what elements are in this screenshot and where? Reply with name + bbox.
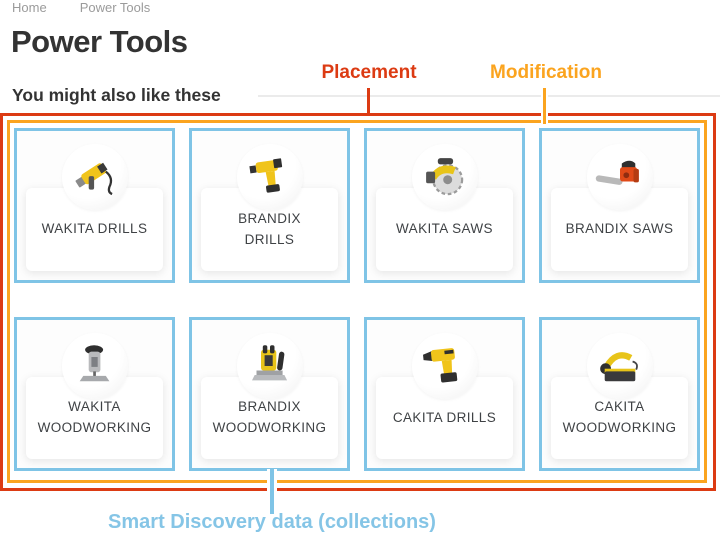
collection-label: CAKITA WOODWORKING bbox=[562, 399, 677, 435]
breadcrumb-current: Power Tools bbox=[79, 0, 151, 15]
breadcrumb-home-link[interactable]: Home bbox=[12, 0, 47, 15]
grid-row-1: WAKITA DRILLS BR bbox=[14, 128, 700, 283]
collection-card-wakita-saws[interactable]: WAKITA SAWS bbox=[364, 128, 525, 283]
modification-annotation-box bbox=[7, 120, 707, 483]
battery-drill-icon bbox=[422, 348, 457, 383]
collection-card-brandix-drills[interactable]: BRANDIX DRILLS bbox=[189, 128, 350, 283]
card-label-panel: CAKITA DRILLS bbox=[376, 377, 513, 459]
modification-connector-line bbox=[541, 88, 548, 124]
section-divider bbox=[258, 95, 720, 97]
cordless-drill-icon bbox=[248, 158, 282, 193]
collection-card-wakita-drills[interactable]: WAKITA DRILLS bbox=[14, 128, 175, 283]
collection-card-wakita-woodworking[interactable]: WAKITA WOODWORKING bbox=[14, 317, 175, 471]
product-photo-icon bbox=[586, 333, 653, 399]
section-heading: You might also like these bbox=[12, 85, 221, 105]
collection-label: BRANDIX WOODWORKING bbox=[212, 399, 327, 435]
chainsaw-icon bbox=[595, 160, 639, 185]
card-label-panel: WAKITA DRILLS bbox=[26, 188, 163, 271]
collection-label: WAKITA DRILLS bbox=[41, 221, 148, 237]
collection-label: CAKITA DRILLS bbox=[392, 409, 497, 425]
product-photo-circle bbox=[236, 333, 303, 399]
placement-annotation-label: Placement bbox=[321, 62, 417, 83]
collection-card-brandix-woodworking[interactable]: BRANDIX WOODWORKING bbox=[189, 317, 350, 471]
collection-card-cakita-woodworking[interactable]: CAKITA WOODWORKING bbox=[539, 317, 700, 471]
circular-saw-icon bbox=[425, 158, 463, 196]
collections-connector-line bbox=[267, 469, 277, 514]
collection-card-brandix-saws[interactable]: BRANDIX SAWS bbox=[539, 128, 700, 283]
product-photo-circle bbox=[61, 333, 128, 399]
planer-icon bbox=[599, 352, 638, 382]
grid-row-2: WAKITA WOODWORKING BRANDIX bbox=[14, 317, 700, 471]
placement-connector-line bbox=[367, 88, 370, 115]
collections-grid: WAKITA DRILLS BR bbox=[14, 128, 700, 471]
breadcrumb: Home Power Tools bbox=[12, 0, 150, 15]
product-photo-circle bbox=[236, 144, 303, 210]
router-icon bbox=[251, 345, 287, 381]
collection-label: WAKITA WOODWORKING bbox=[37, 399, 152, 435]
collection-card-cakita-drills[interactable]: CAKITA DRILLS bbox=[364, 317, 525, 471]
jigsaw-icon bbox=[79, 345, 109, 382]
product-photo-circle bbox=[411, 144, 478, 210]
product-photo-circle bbox=[61, 144, 128, 210]
collection-label: BRANDIX DRILLS bbox=[238, 210, 301, 247]
page-title: Power Tools bbox=[11, 24, 188, 59]
hammer-drill-icon bbox=[75, 162, 113, 196]
smart-discovery-annotation-label: Smart Discovery data (collections) bbox=[108, 511, 436, 533]
modification-annotation-label: Modification bbox=[490, 62, 602, 83]
placement-annotation-box bbox=[0, 113, 716, 491]
product-photo-circle bbox=[411, 333, 478, 399]
collection-label: BRANDIX SAWS bbox=[565, 221, 674, 237]
product-photo-circle bbox=[586, 144, 653, 210]
collection-label: WAKITA SAWS bbox=[396, 221, 493, 237]
